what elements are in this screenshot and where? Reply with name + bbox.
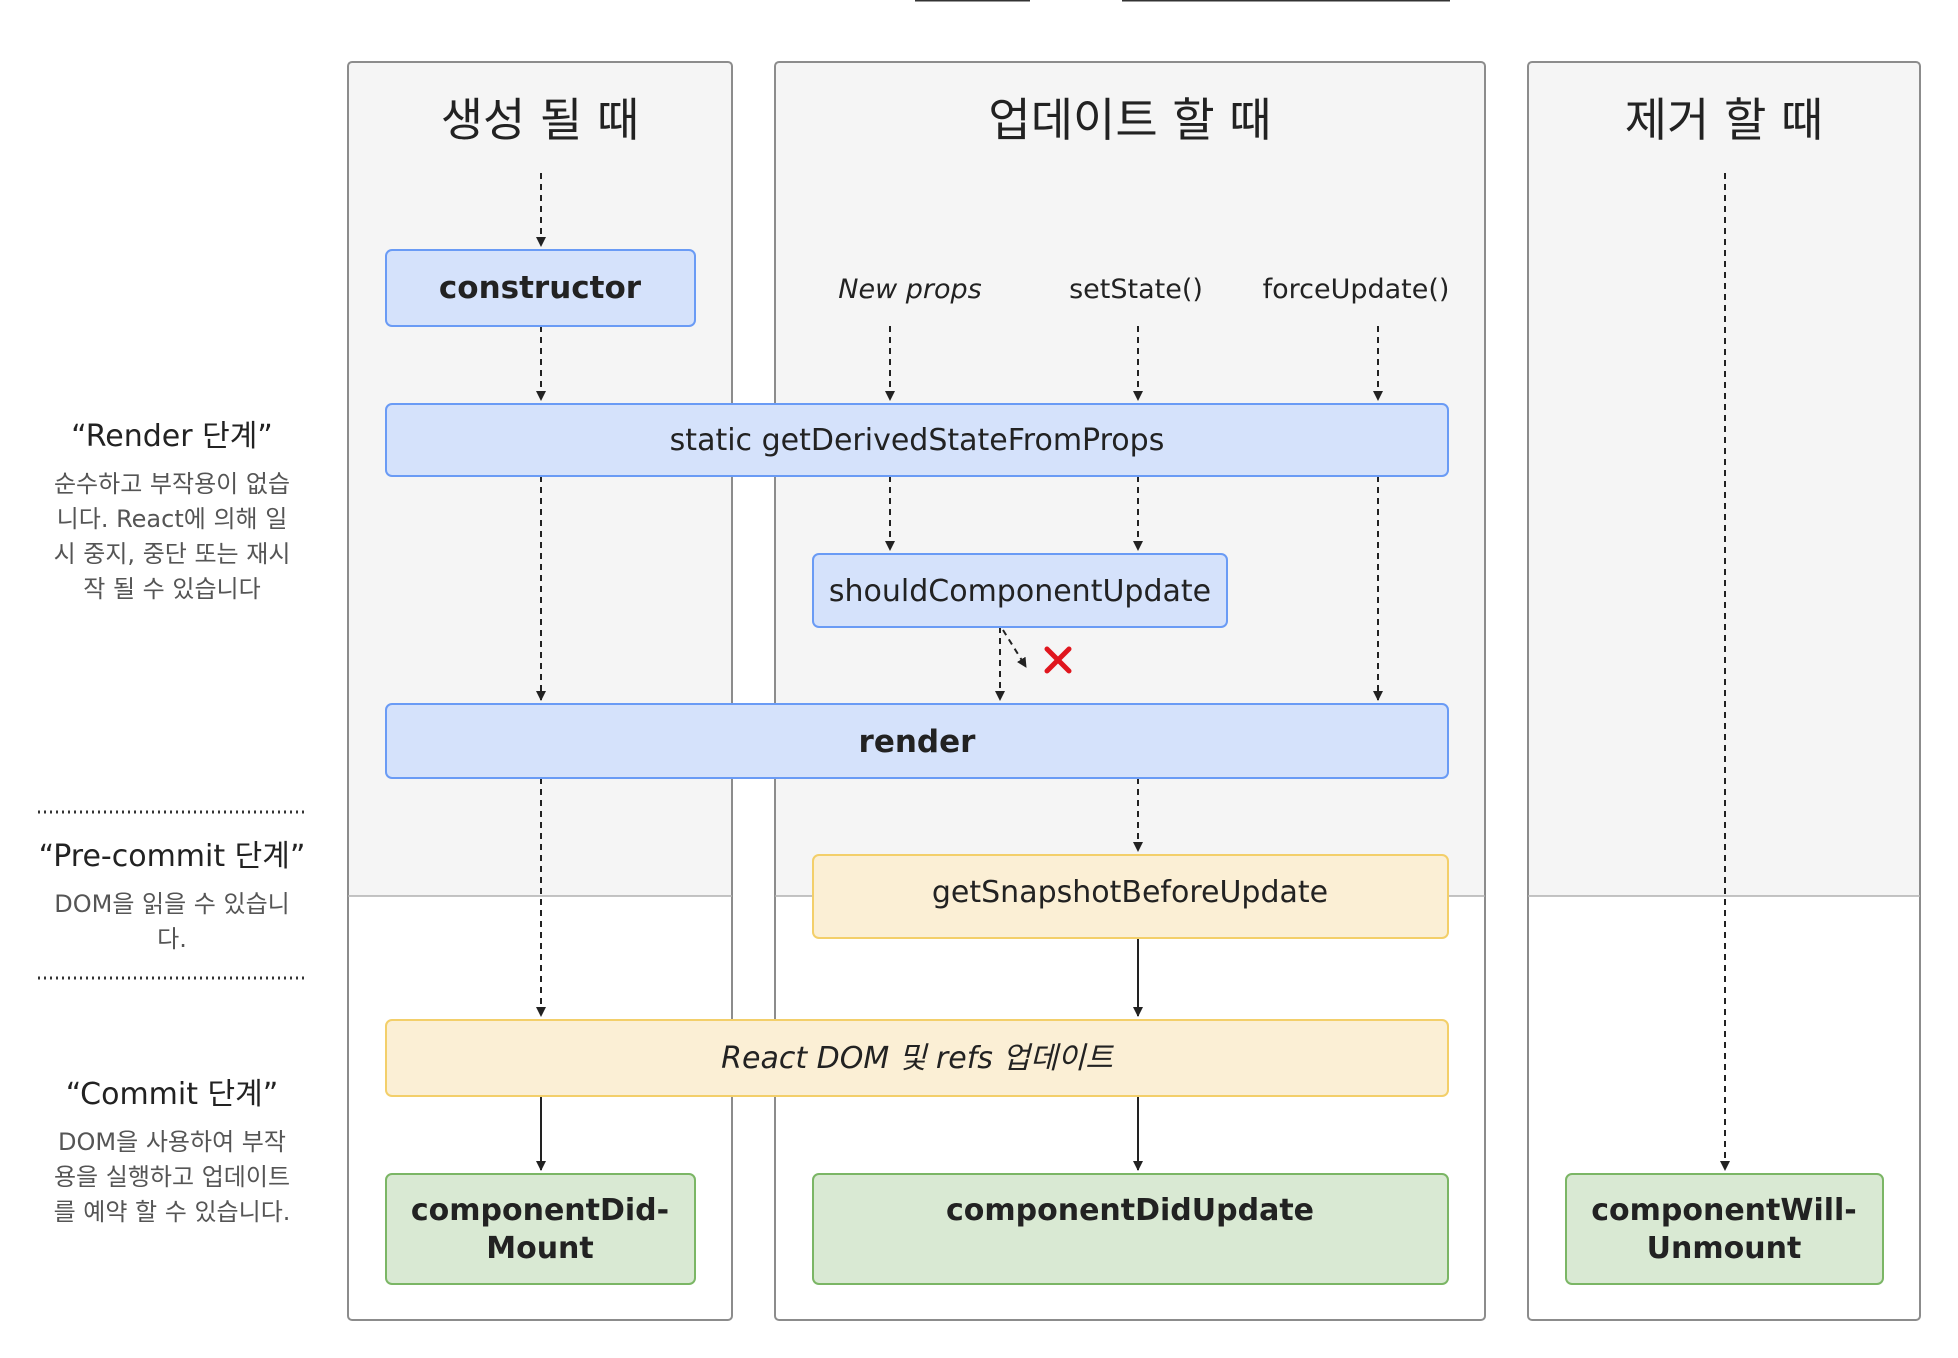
dom-update-box: React DOM 및 refs 업데이트 <box>385 1019 1449 1097</box>
phase-render-title: “Render 단계” <box>71 419 273 454</box>
scu-box: shouldComponentUpdate <box>812 553 1228 628</box>
phase-commit-desc-line: 를 예약 할 수 있습니다. <box>54 1198 291 1226</box>
column-title-mount: 생성 될 때 <box>441 93 640 147</box>
cross-icon <box>1044 646 1072 674</box>
will-unmount-label-line1: componentWill- <box>1591 1193 1857 1228</box>
column-title-unmount: 제거 할 때 <box>1625 93 1824 147</box>
phase-render-desc-line: 순수하고 부작용이 없습 <box>54 470 290 498</box>
constructor-label: constructor <box>439 270 642 306</box>
did-mount-label-line1: componentDid- <box>411 1193 669 1228</box>
did-mount-box: componentDid- Mount <box>385 1173 696 1285</box>
phase-render: “Render 단계” 순수하고 부작용이 없습 니다. React에 의해 일… <box>54 419 291 603</box>
did-update-label: componentDidUpdate <box>946 1193 1314 1228</box>
arrow-scu-to-cross <box>1002 629 1027 668</box>
scu-label: shouldComponentUpdate <box>829 574 1211 609</box>
phase-render-desc-line: 시 중지, 중단 또는 재시 <box>54 540 291 568</box>
phase-render-desc-line: 니다. React에 의해 일 <box>57 505 288 533</box>
dom-update-label: React DOM 및 refs 업데이트 <box>721 1041 1114 1076</box>
render-box: render <box>385 703 1449 779</box>
did-mount-label-line2: Mount <box>486 1231 594 1266</box>
constructor-box: constructor <box>385 249 696 327</box>
phase-commit-title: “Commit 단계” <box>66 1077 279 1112</box>
trigger-force-update: forceUpdate() <box>1263 274 1450 305</box>
will-unmount-box: componentWill- Unmount <box>1565 1173 1884 1285</box>
phase-render-desc-line: 작 될 수 있습니다 <box>83 575 260 603</box>
gdsfp-label: static getDerivedStateFromProps <box>670 423 1165 458</box>
did-update-box: componentDidUpdate <box>812 1173 1449 1285</box>
snapshot-box: getSnapshotBeforeUpdate <box>812 854 1449 939</box>
render-label: render <box>859 724 977 760</box>
phase-precommit-desc-line: 다. <box>157 925 187 953</box>
phase-precommit: “Pre-commit 단계” DOM을 읽을 수 있습니 다. <box>39 839 306 953</box>
phase-commit-desc-line: DOM을 사용하여 부작 <box>58 1128 286 1156</box>
gdsfp-box: static getDerivedStateFromProps <box>385 403 1449 477</box>
will-unmount-label-line2: Unmount <box>1647 1231 1802 1266</box>
phase-precommit-desc-line: DOM을 읽을 수 있습니 <box>54 890 290 918</box>
dashed-arrows <box>536 173 1730 1171</box>
column-title-update: 업데이트 할 때 <box>988 93 1271 147</box>
trigger-new-props: New props <box>838 274 981 305</box>
phase-commit-desc-line: 용을 실행하고 업데이트 <box>54 1163 290 1191</box>
phase-commit: “Commit 단계” DOM을 사용하여 부작 용을 실행하고 업데이트 를 … <box>54 1077 291 1226</box>
phase-precommit-title: “Pre-commit 단계” <box>39 839 306 874</box>
snapshot-label: getSnapshotBeforeUpdate <box>932 875 1328 910</box>
trigger-set-state: setState() <box>1069 274 1203 305</box>
solid-arrows <box>536 938 1143 1171</box>
